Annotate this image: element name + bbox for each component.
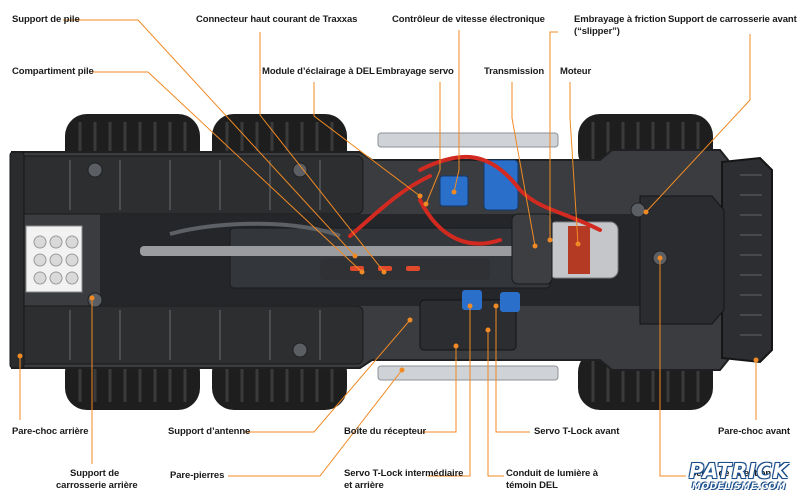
label-servo-tlock-inter-sub: et arrière [344, 480, 384, 491]
label-support-de-pile: Support de pile [12, 14, 80, 25]
label-servo-direction: Servo de direction [690, 468, 772, 479]
label-embrayage-servo: Embrayage servo [376, 66, 454, 77]
label-servo-tlock-avant: Servo T-Lock avant [534, 426, 620, 437]
label-module-eclairage: Module d’éclairage à DEL [262, 66, 375, 77]
label-support-antenne: Support d’antenne [168, 426, 251, 437]
battery-tray [320, 258, 490, 280]
rock-sliders [377, 132, 559, 381]
label-pare-choc-arriere: Pare-choc arrière [12, 426, 89, 437]
label-connecteur: Connecteur haut courant de Traxxas [196, 14, 358, 25]
drivetrain [140, 154, 619, 351]
label-support-carrosserie-arriere-sub: carrosserie arrière [56, 480, 138, 491]
label-pare-choc-avant: Pare-choc avant [718, 426, 790, 437]
label-boite-recepteur: Boîte du récepteur [344, 426, 427, 437]
label-transmission: Transmission [484, 66, 545, 77]
front-bumper [721, 156, 773, 364]
label-servo-tlock-inter: Servo T-Lock intermédiaire [344, 468, 464, 479]
watermark-brand: PATRICK [688, 459, 790, 483]
label-pare-pierres: Pare-pierres [170, 470, 225, 481]
watermark-site: MODELISME.COM [691, 482, 787, 492]
rock-slider-bottom [377, 365, 559, 381]
label-controleur: Contrôleur de vitesse électronique [392, 14, 545, 25]
rock-slider-top [377, 132, 559, 148]
leader-lines [19, 19, 757, 477]
label-support-carrosserie-arriere: Support de [70, 468, 120, 479]
label-embrayage-friction: Embrayage à friction [574, 14, 666, 25]
label-moteur: Moteur [560, 66, 592, 77]
watermark-logo: PATRICK MODELISME.COM [684, 460, 794, 500]
label-compartiment-pile: Compartiment pile [12, 66, 94, 77]
label-support-carrosserie-avant: Support de carrosserie avant [668, 14, 797, 25]
label-embrayage-friction-sub: (“slipper”) [574, 26, 620, 37]
transmission [511, 213, 553, 285]
label-conduit-lumiere-sub: témoin DEL [506, 480, 558, 491]
label-conduit-lumiere: Conduit de lumière à [506, 468, 598, 479]
